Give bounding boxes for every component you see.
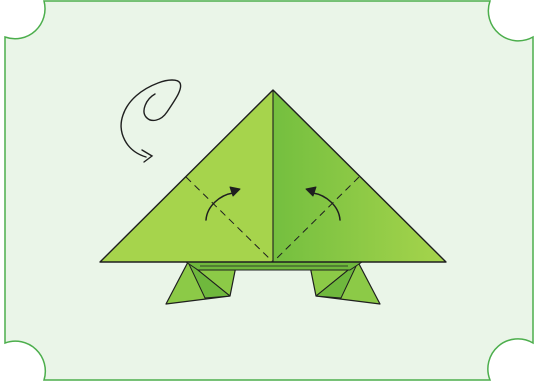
under-flap [186,262,362,270]
